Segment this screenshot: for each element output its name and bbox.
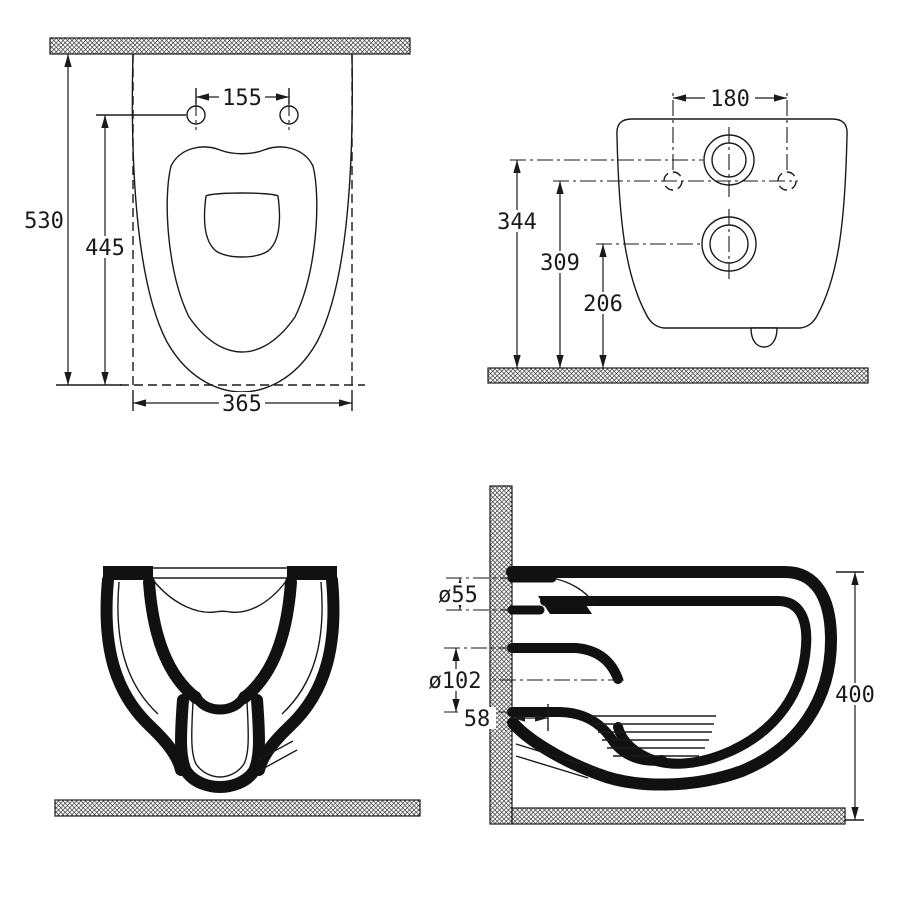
flush-diverter	[538, 596, 592, 614]
bowl-back-curve	[152, 579, 288, 614]
dim-hole-spacing: 180	[672, 87, 788, 170]
label-backing	[21, 209, 67, 231]
dim-hole-spacing: 155	[195, 86, 290, 111]
wall-hatch	[489, 485, 513, 825]
top-view: 155 530 445 365	[21, 37, 411, 417]
dim-label: 155	[222, 86, 262, 111]
dim-inlet-height: 344	[494, 160, 540, 368]
trap-inner-line	[191, 701, 249, 778]
label-backing	[458, 707, 496, 729]
side-section-view: ø55 ø102 58 400	[421, 485, 878, 825]
label-backing	[705, 87, 755, 109]
dim-label: 180	[710, 87, 750, 112]
label-backing	[219, 86, 265, 108]
outer-wall-right	[253, 574, 340, 776]
dim-label: 530	[24, 209, 64, 234]
bowl-bottom-section	[191, 691, 249, 715]
label-backing	[82, 236, 128, 258]
rim-section-left	[103, 566, 153, 580]
water-lines	[590, 715, 716, 757]
front-section-view	[54, 566, 421, 817]
seat-ring-outline	[166, 146, 318, 353]
dim-width: 365	[132, 390, 353, 417]
trap-section	[175, 694, 265, 793]
label-backing	[432, 583, 484, 605]
dim-label: ø55	[438, 583, 478, 608]
floor-hatch	[54, 799, 421, 817]
bowl-bottom-section	[606, 733, 667, 766]
floor-hatch	[511, 807, 846, 825]
dim-outlet-diameter: ø102	[421, 647, 512, 713]
bounding-dashed-lines	[120, 54, 365, 386]
drain-pipe-bottom	[507, 707, 616, 743]
dim-label: 365	[222, 392, 262, 417]
dim-label: 344	[497, 210, 537, 235]
label-backing	[580, 292, 626, 314]
dim-hole-height: 309	[537, 181, 583, 368]
dim-inlet-diameter: ø55	[432, 577, 512, 611]
inner-wall-right	[238, 576, 297, 704]
rear-view: 180 344 309 206	[487, 87, 869, 384]
dim-label: 445	[85, 236, 125, 261]
dim-outlet-height: 206	[580, 244, 626, 368]
dim-height-overall: 400	[832, 571, 878, 821]
dim-label: 206	[583, 292, 623, 317]
wall-hatch	[49, 37, 411, 55]
inlet-channel-line	[551, 577, 594, 603]
dim-depth-total: 530	[21, 54, 122, 386]
drain-pipe-top	[507, 643, 623, 684]
dim-label: 309	[540, 251, 580, 276]
dim-label: 58	[464, 707, 491, 732]
bottom-tab	[750, 327, 778, 348]
label-backing	[832, 683, 878, 705]
label-backing	[421, 669, 489, 691]
dim-label: 400	[835, 683, 875, 708]
label-backing	[537, 251, 583, 273]
inner-wall-left	[143, 576, 202, 704]
label-backing	[219, 392, 265, 414]
rim-section-right	[287, 566, 337, 580]
dim-outlet-offset: 58	[458, 704, 549, 732]
dim-depth-front: 445	[82, 114, 186, 385]
outlet-hint-lines	[256, 740, 298, 773]
bowl-opening-outline	[203, 192, 281, 258]
hidden-edge-lines	[515, 743, 601, 779]
wall-inner-line-right	[281, 581, 323, 715]
inner-bowl-section	[540, 596, 812, 769]
floor-hatch	[487, 367, 869, 384]
outer-wall-left	[100, 574, 187, 776]
label-backing	[494, 210, 540, 232]
dim-label: ø102	[429, 669, 482, 694]
wall-inner-line-left	[117, 581, 159, 715]
outer-shell-section	[506, 566, 837, 791]
